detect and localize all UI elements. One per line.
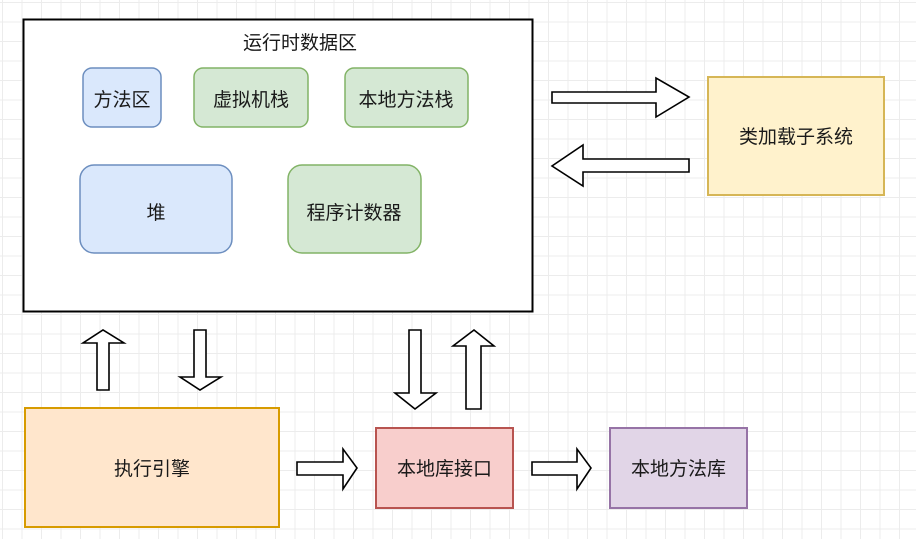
class-loader-node[interactable]: 类加载子系统 (707, 76, 885, 196)
method-area-box (82, 67, 162, 128)
heap-node[interactable]: 堆 (79, 164, 233, 254)
arrow-down-to-native-interface-icon[interactable] (392, 329, 439, 411)
program-counter-box (287, 164, 422, 254)
native-interface-node[interactable]: 本地库接口 (375, 427, 514, 509)
vm-stack-node[interactable]: 虚拟机栈 (193, 67, 309, 128)
arrow-right-to-class-loader-icon[interactable] (551, 76, 691, 119)
native-library-box (609, 427, 748, 509)
native-interface-label: 本地库接口 (397, 458, 492, 480)
arrow-up-from-native-interface-icon[interactable] (450, 328, 497, 410)
vm-stack-label: 虚拟机栈 (213, 89, 289, 111)
program-counter-label: 程序计数器 (306, 202, 401, 224)
class-loader-box (707, 76, 885, 196)
arrow-right-to-native-library-icon[interactable] (531, 446, 592, 492)
native-library-node[interactable]: 本地方法库 (609, 427, 748, 509)
execution-engine-box (24, 407, 280, 528)
method-area-node[interactable]: 方法区 (82, 67, 162, 128)
native-method-stack-node[interactable]: 本地方法栈 (344, 67, 469, 128)
execution-engine-node[interactable]: 执行引擎 (24, 407, 280, 528)
heap-label: 堆 (146, 202, 165, 224)
class-loader-label: 类加载子系统 (739, 126, 853, 148)
heap-box (79, 164, 233, 254)
execution-engine-label: 执行引擎 (114, 458, 190, 480)
native-library-label: 本地方法库 (631, 458, 726, 480)
runtime-data-area-title: 运行时数据区 (243, 32, 357, 54)
native-method-stack-label: 本地方法栈 (358, 89, 453, 111)
native-interface-box (375, 427, 514, 509)
arrow-up-from-execution-engine-icon[interactable] (80, 329, 127, 391)
program-counter-node[interactable]: 程序计数器 (287, 164, 422, 254)
method-area-label: 方法区 (93, 89, 150, 111)
arrow-down-to-execution-engine-icon[interactable] (177, 329, 224, 391)
arrow-left-from-class-loader-icon[interactable] (550, 143, 690, 188)
native-method-stack-box (344, 67, 469, 128)
vm-stack-box (193, 67, 309, 128)
arrow-right-to-native-interface-icon[interactable] (296, 446, 358, 492)
